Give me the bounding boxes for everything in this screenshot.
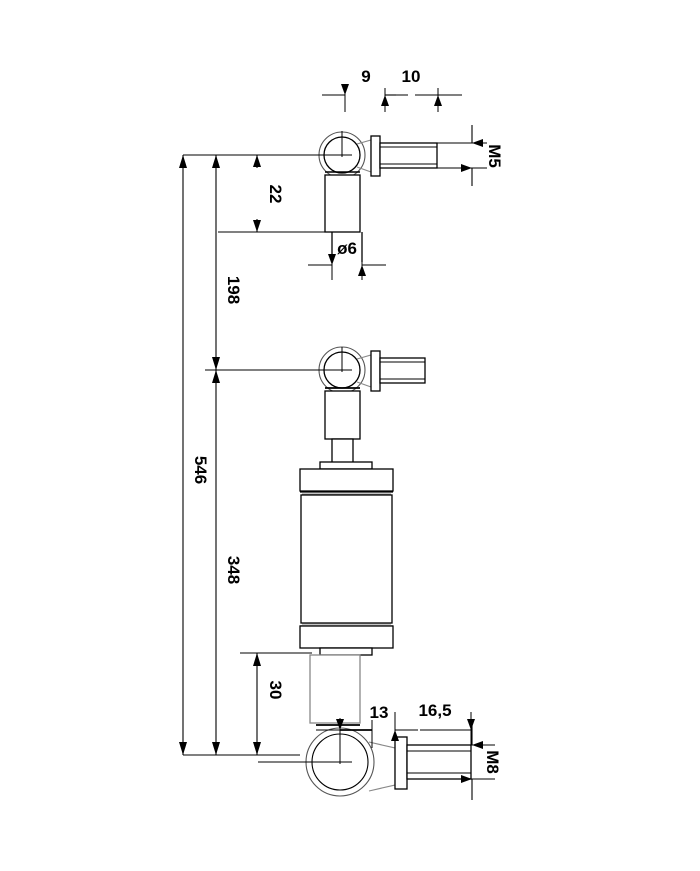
dim-label-13: 13 bbox=[370, 703, 389, 722]
dimension-text-labels: 9 10 M5 22 ø6 198 546 348 30 13 16,5 M8 bbox=[191, 67, 504, 774]
dim-group-13-16-5 bbox=[316, 712, 475, 748]
dim-group-m5 bbox=[437, 125, 487, 186]
dim-label-16-5: 16,5 bbox=[418, 701, 451, 720]
dim-label-m5: M5 bbox=[485, 144, 504, 168]
bottom-eye-shank bbox=[309, 654, 361, 726]
top-eye-end-fitting bbox=[258, 131, 438, 179]
dim-group-546 bbox=[179, 155, 187, 755]
dim-label-m8: M8 bbox=[483, 750, 502, 774]
dim-label-10: 10 bbox=[402, 67, 421, 86]
dim-label-30: 30 bbox=[266, 681, 285, 700]
dim-label-9: 9 bbox=[361, 67, 370, 86]
dimension-annotations bbox=[179, 84, 495, 800]
part-outline-geometry bbox=[258, 131, 472, 797]
top-rod-eye-shank bbox=[324, 171, 361, 233]
dim-group-m8 bbox=[460, 722, 495, 800]
dim-label-546: 546 bbox=[191, 456, 210, 484]
cylinder-body bbox=[299, 461, 394, 656]
bottom-eye-end-fitting bbox=[258, 727, 472, 797]
dim-label-348: 348 bbox=[224, 556, 243, 584]
dim-group-30 bbox=[240, 652, 312, 755]
dim-group-9-10 bbox=[322, 84, 462, 112]
dim-label-198: 198 bbox=[224, 276, 243, 304]
dim-group-diameter-6 bbox=[308, 240, 386, 280]
dim-label-diameter-6: ø6 bbox=[337, 239, 357, 258]
middle-eye-end-fitting bbox=[258, 346, 426, 394]
dim-group-198 bbox=[205, 155, 258, 755]
dim-label-22: 22 bbox=[266, 185, 285, 204]
middle-eye-shank bbox=[324, 387, 361, 440]
